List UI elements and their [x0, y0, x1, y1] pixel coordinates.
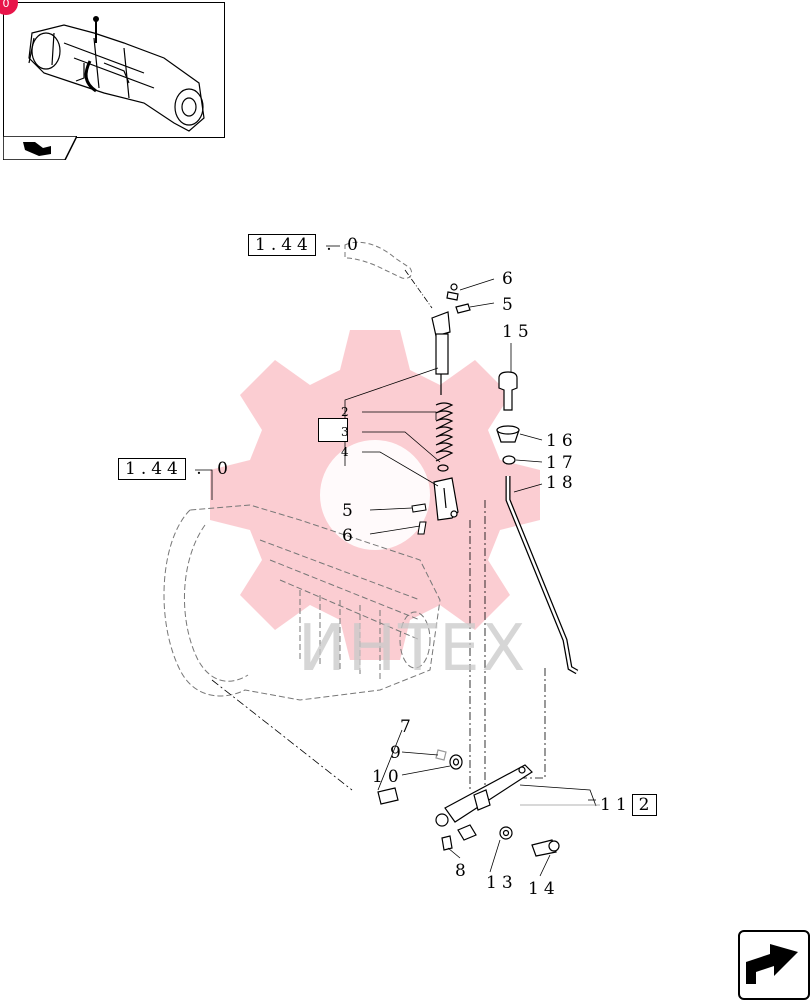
bracket-label-4: 4 — [341, 445, 354, 459]
callout-10: 10 — [372, 767, 404, 787]
lower-linkage — [377, 749, 560, 857]
blank-ref-box[interactable] — [318, 418, 348, 442]
callout-13: 13 — [486, 873, 518, 893]
spring — [435, 402, 454, 472]
callout-14: 14 — [528, 879, 560, 899]
upper-rod — [431, 311, 451, 395]
axle-assembly-thumbnail-icon — [28, 16, 205, 132]
callout-9: 9 — [390, 743, 406, 763]
bracket-label-3: 3 — [341, 425, 354, 439]
assembly-thumbnail[interactable]: 0 — [0, 0, 225, 138]
ref-1-44-mid[interactable]: 1.44 . 0 — [118, 458, 233, 480]
book-arrow-icon — [2, 135, 79, 161]
watermark: ИНТЕХ — [298, 612, 528, 686]
callout-5-top: 5 — [502, 295, 518, 315]
page-badge: 0 — [0, 0, 18, 15]
callout-5-mid: 5 — [342, 501, 358, 521]
transmission-housing — [163, 504, 441, 701]
callout-8: 8 — [455, 861, 471, 881]
leader-lines — [195, 245, 600, 877]
callout-18: 18 — [546, 473, 578, 493]
callout-16: 16 — [546, 431, 578, 451]
callout-7: 7 — [400, 717, 416, 737]
next-page-arrow-icon — [746, 944, 798, 984]
ref-1-44-top[interactable]: 1.44 . 0 — [248, 234, 363, 256]
callout-17: 17 — [546, 453, 578, 473]
callout-15: 15 — [502, 322, 534, 342]
callout-6-top: 6 — [502, 269, 518, 289]
lower-fork — [433, 477, 459, 521]
thumbnail-tab[interactable] — [2, 135, 79, 161]
callout-6-mid: 6 — [342, 526, 358, 546]
bracket-label-2: 2 — [341, 405, 354, 419]
next-page-button[interactable] — [738, 930, 810, 1000]
